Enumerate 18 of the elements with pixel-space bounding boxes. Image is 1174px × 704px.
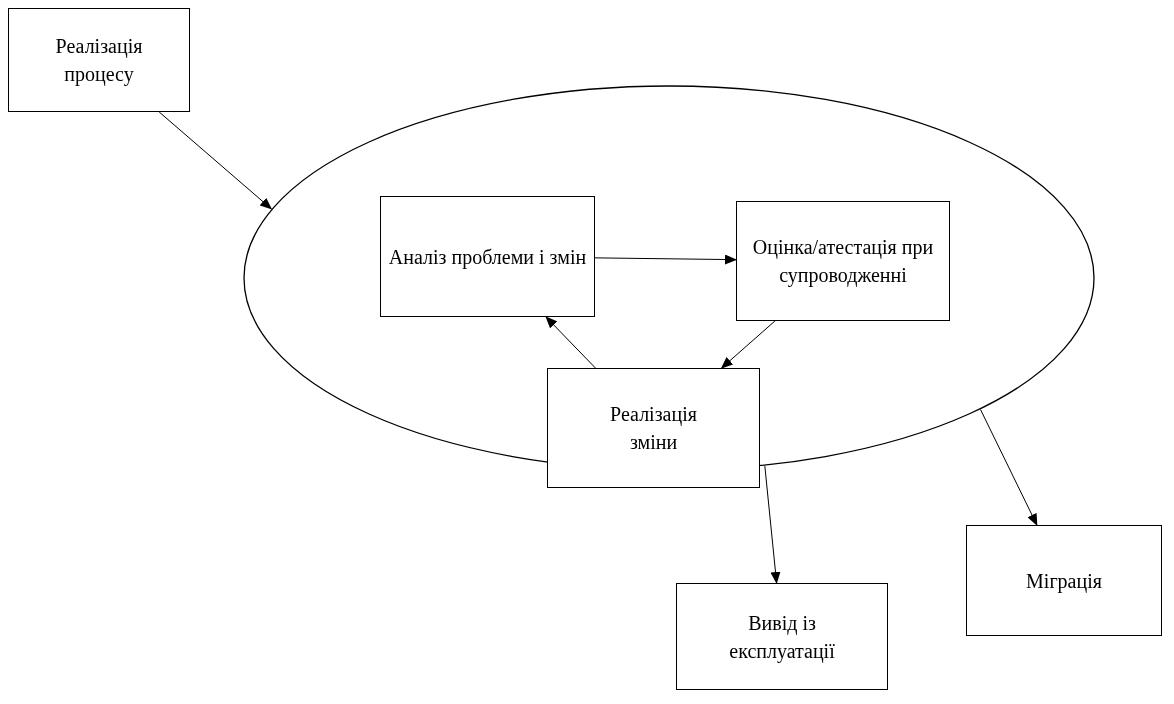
box-label: Аналіз проблеми і змін	[388, 244, 587, 271]
process-box	[966, 525, 1162, 636]
box-label: Вивід із експлуатації	[728, 610, 836, 665]
process-box	[547, 368, 760, 488]
box-label: Оцінка/атестація при супроводженні	[751, 235, 935, 289]
arrow	[980, 409, 1038, 526]
arrow	[764, 465, 781, 584]
process-box	[676, 583, 888, 690]
box-label: Реалізація зміни	[609, 402, 698, 455]
process-box	[736, 201, 950, 321]
arrow	[545, 316, 596, 369]
box-label: Реалізація процесу	[54, 34, 144, 88]
arrow	[594, 254, 737, 265]
arrow	[720, 320, 776, 369]
process-box	[380, 196, 595, 317]
process-box	[8, 8, 190, 112]
box-label: Міграція	[1026, 568, 1102, 595]
arrow	[158, 111, 273, 210]
